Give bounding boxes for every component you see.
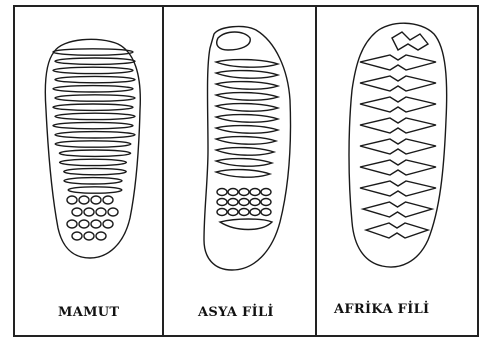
asya-cell: [217, 209, 227, 216]
asya-top-loop: [217, 32, 250, 50]
mamut-cell: [67, 220, 77, 228]
mamut-cell: [108, 208, 118, 216]
mamut-cell: [72, 208, 82, 216]
mamut-cell: [79, 220, 89, 228]
asya-cell: [239, 189, 249, 196]
mamut-plate: [68, 187, 122, 193]
panel-label-mamut: MAMUT: [58, 305, 119, 320]
asya-cell: [228, 209, 238, 216]
afrika-plate: [360, 97, 436, 112]
mamut-cell: [72, 232, 82, 240]
mamut-cell: [79, 196, 89, 204]
asya-cell: [239, 209, 249, 216]
asya-cell: [217, 199, 227, 206]
afrika-plate: [360, 118, 436, 133]
asya-cell: [261, 189, 271, 196]
mamut-plate: [55, 58, 135, 64]
panel-label-asya: ASYA FİLİ: [198, 305, 274, 320]
afrika-plate: [360, 181, 436, 196]
asya-cell: [217, 189, 227, 196]
mamut-cell: [91, 220, 101, 228]
afrika-plate: [392, 32, 428, 50]
asya-plate: [216, 159, 272, 167]
afrika-plate: [363, 202, 432, 217]
asya-cell: [250, 199, 260, 206]
asya-plate: [216, 82, 278, 90]
asya-cell: [250, 189, 260, 196]
afrika-plate: [360, 76, 436, 91]
mamut-cell: [96, 232, 106, 240]
asya-cell: [228, 189, 238, 196]
mamut-plate: [55, 76, 135, 82]
mamut-plate: [55, 95, 135, 101]
mamut-cell: [84, 208, 94, 216]
mamut-plate: [64, 178, 122, 184]
mamut-plate: [53, 67, 133, 73]
afrika-plate: [360, 55, 436, 70]
afrika-tooth-drawing: [349, 23, 447, 267]
mamut-plate: [55, 113, 135, 119]
mamut-cell: [91, 196, 101, 204]
mamut-plate: [55, 132, 135, 138]
asya-plate: [220, 219, 272, 230]
mamut-cell: [67, 196, 77, 204]
asya-tooth-drawing: [204, 27, 291, 270]
mamut-cell: [96, 208, 106, 216]
asya-plate: [216, 104, 278, 112]
afrika-plate: [360, 160, 436, 175]
asya-plate: [216, 126, 278, 134]
mamut-cell: [103, 220, 113, 228]
asya-cell: [228, 199, 238, 206]
mamut-plate: [64, 168, 126, 174]
asya-plate: [216, 60, 278, 68]
asya-cell: [261, 209, 271, 216]
mamut-plate: [53, 104, 133, 110]
afrika-plate: [366, 223, 428, 238]
asya-plate: [216, 115, 278, 123]
mamut-plate: [55, 141, 131, 147]
asya-plate: [216, 71, 278, 79]
asya-cell: [250, 209, 260, 216]
asya-plate: [216, 137, 276, 145]
mamut-cell: [84, 232, 94, 240]
mamut-cell: [103, 196, 113, 204]
asya-plate: [216, 170, 270, 178]
asya-plate: [216, 93, 278, 101]
afrika-plate: [360, 139, 436, 154]
mamut-plate: [53, 122, 133, 128]
asya-enamel-plates: [216, 60, 278, 230]
mamut-plate: [59, 150, 130, 156]
asya-plate: [216, 148, 274, 156]
mamut-enamel-plates: [53, 49, 135, 240]
afrika-enamel-plates: [360, 32, 436, 238]
asya-cell: [239, 199, 249, 206]
mamut-plate: [53, 86, 133, 92]
mamut-plate: [53, 49, 133, 55]
panel-label-afrika: AFRİKA FİLİ: [334, 302, 429, 317]
asya-cell: [261, 199, 271, 206]
mamut-tooth-drawing: [45, 39, 140, 258]
mamut-plate: [60, 159, 127, 165]
